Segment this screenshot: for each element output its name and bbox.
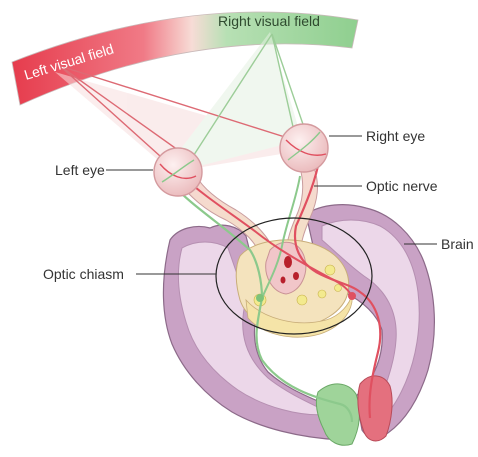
left-eye-label: Left eye: [55, 162, 105, 178]
right-eye-group: [280, 124, 328, 172]
chiasm-dot-2: [293, 272, 299, 280]
right-visual-field-label: Right visual field: [218, 13, 320, 29]
brain-label: Brain: [441, 236, 474, 252]
chiasm-dot-1: [284, 256, 292, 268]
optic-chiasm-label: Optic chiasm: [43, 266, 124, 282]
red-relay-node: [348, 292, 356, 300]
optic-nerve-label: Optic nerve: [366, 178, 438, 194]
green-relay-node: [256, 294, 264, 302]
left-eye: [154, 148, 202, 196]
left-eye-group: [154, 148, 202, 196]
right-eye-label: Right eye: [366, 128, 425, 144]
chiasm-dot-3: [281, 277, 286, 284]
